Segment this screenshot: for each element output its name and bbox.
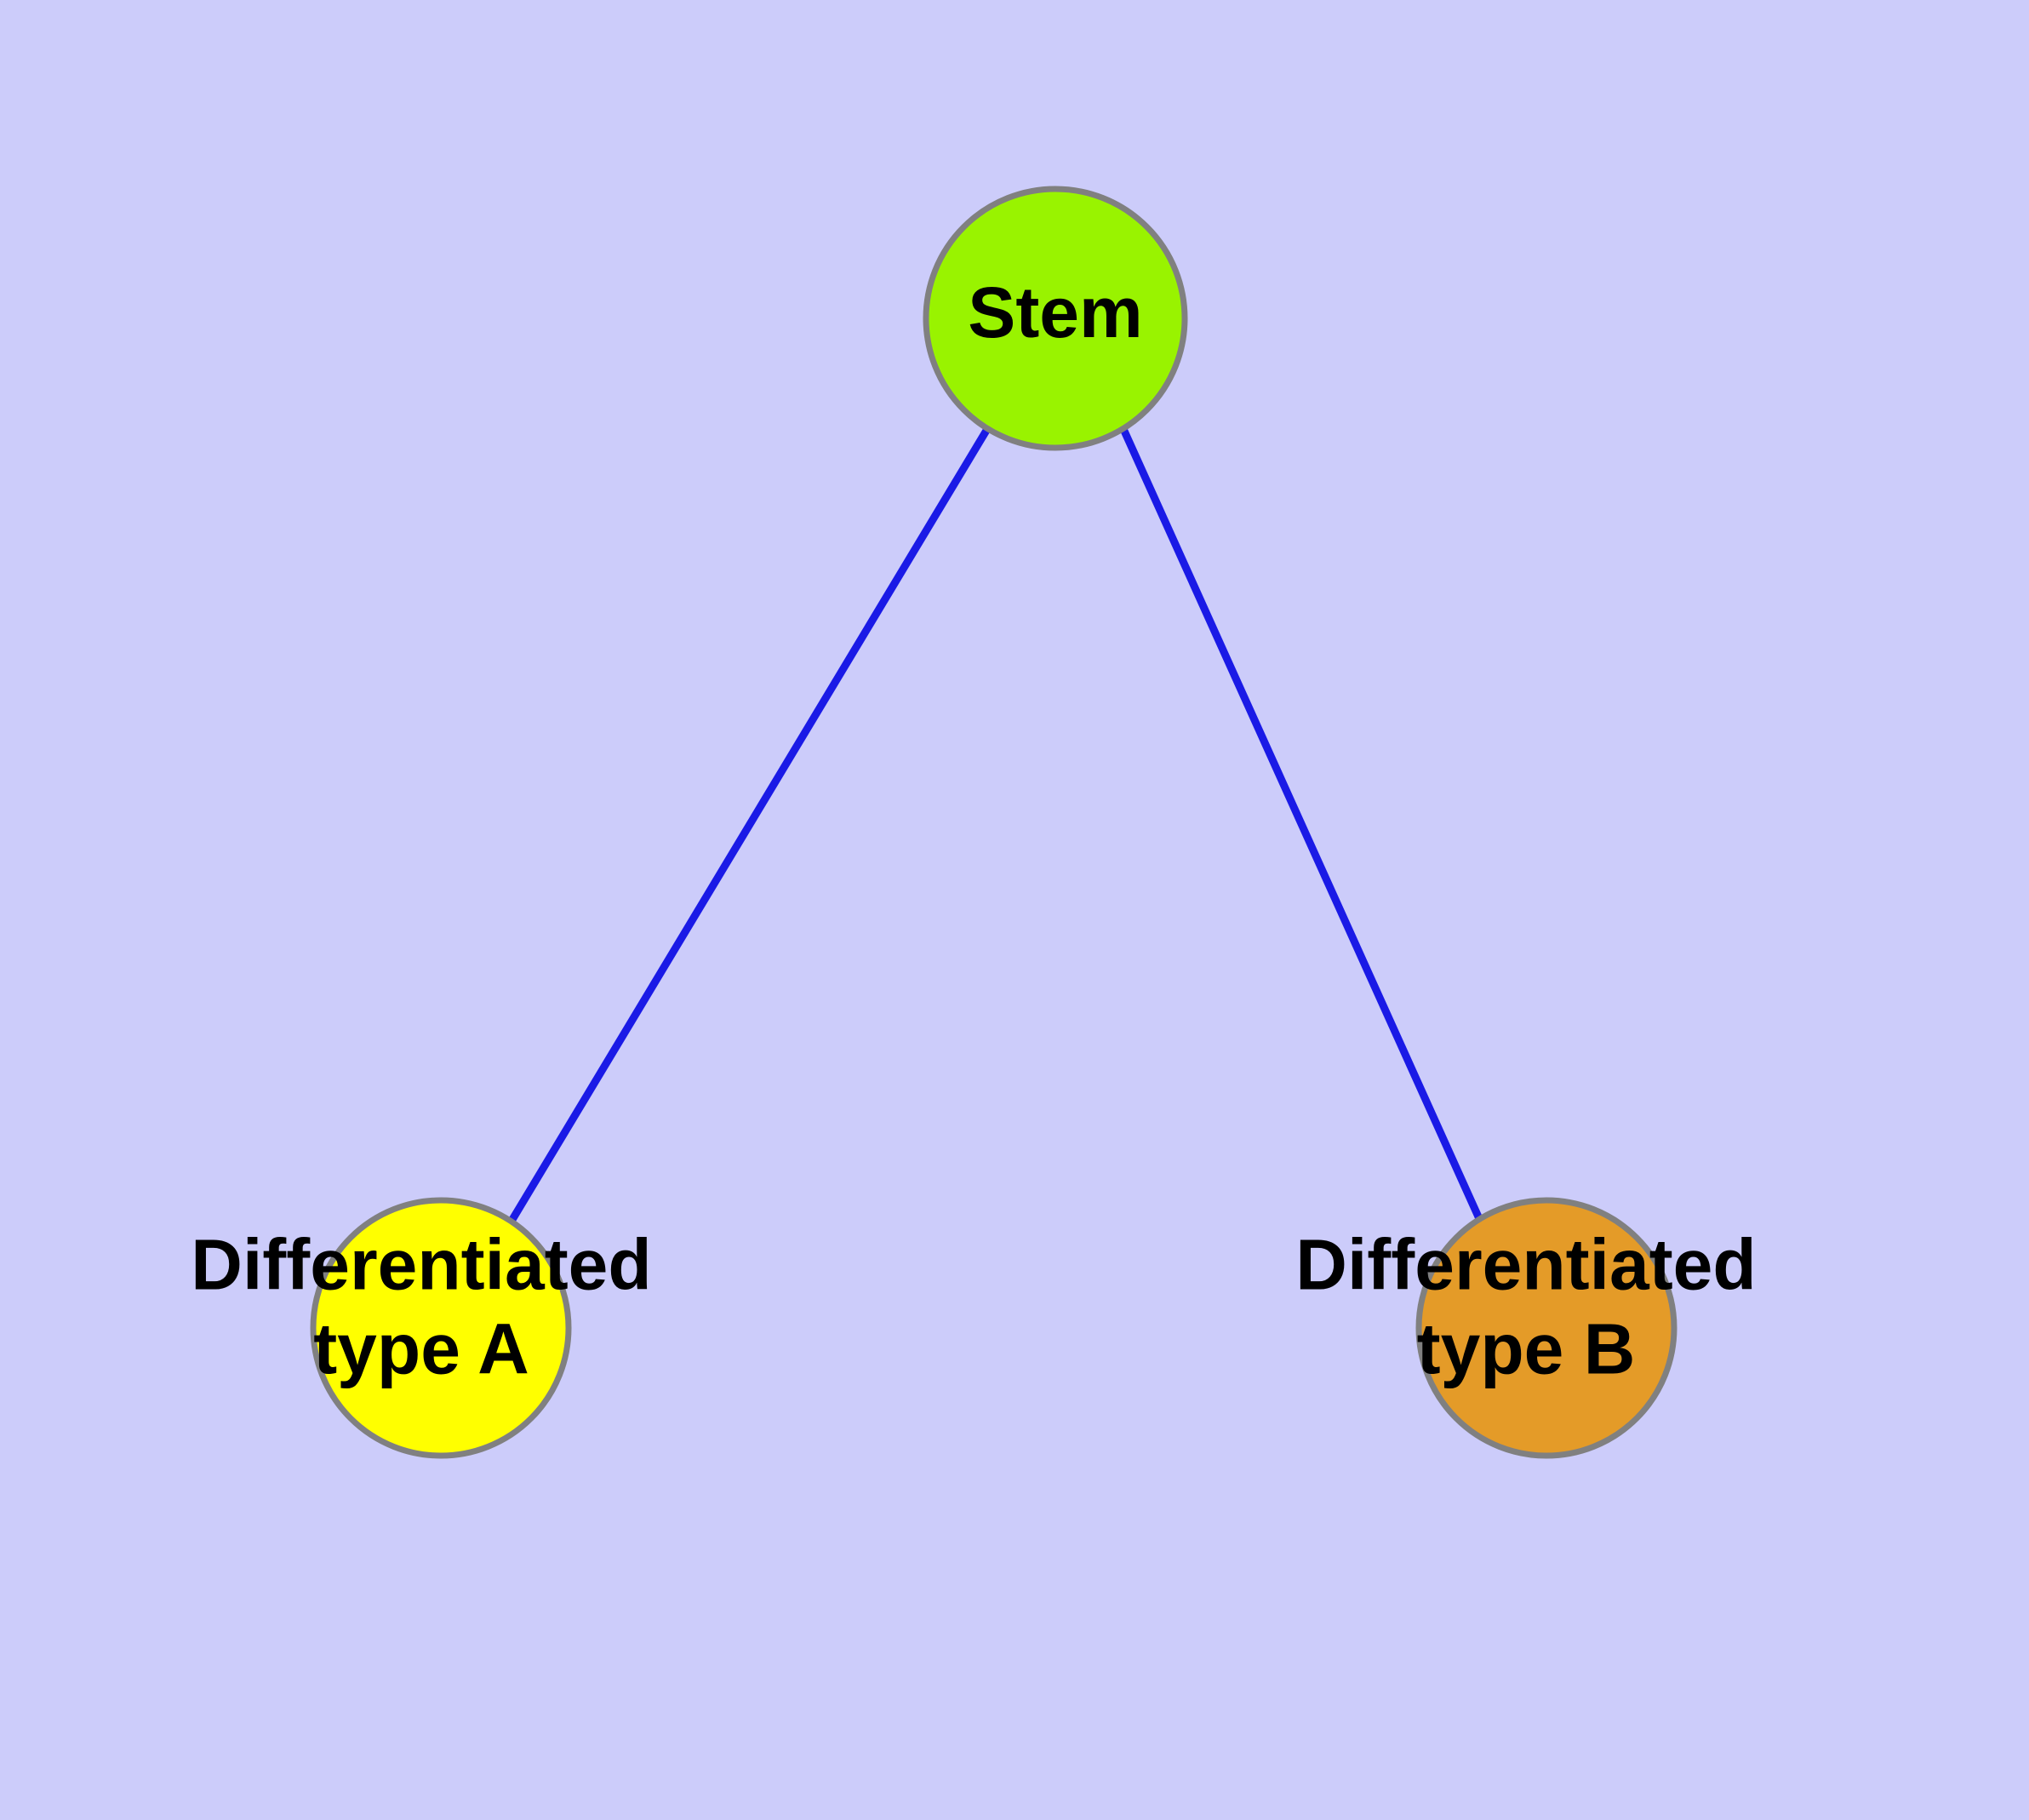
node-stem-circle[interactable] xyxy=(923,186,1188,451)
edge-stem-to-differentiated-type-a[interactable] xyxy=(507,426,991,1225)
node-layer xyxy=(310,186,1677,1459)
edge-stem-to-differentiated-type-b[interactable] xyxy=(1119,427,1485,1224)
node-differentiated-type-a-circle[interactable] xyxy=(310,1197,572,1459)
node-differentiated-type-b-circle[interactable] xyxy=(1415,1197,1677,1459)
edge-layer xyxy=(507,426,1485,1225)
node-stem-label: Stem xyxy=(968,272,1142,352)
